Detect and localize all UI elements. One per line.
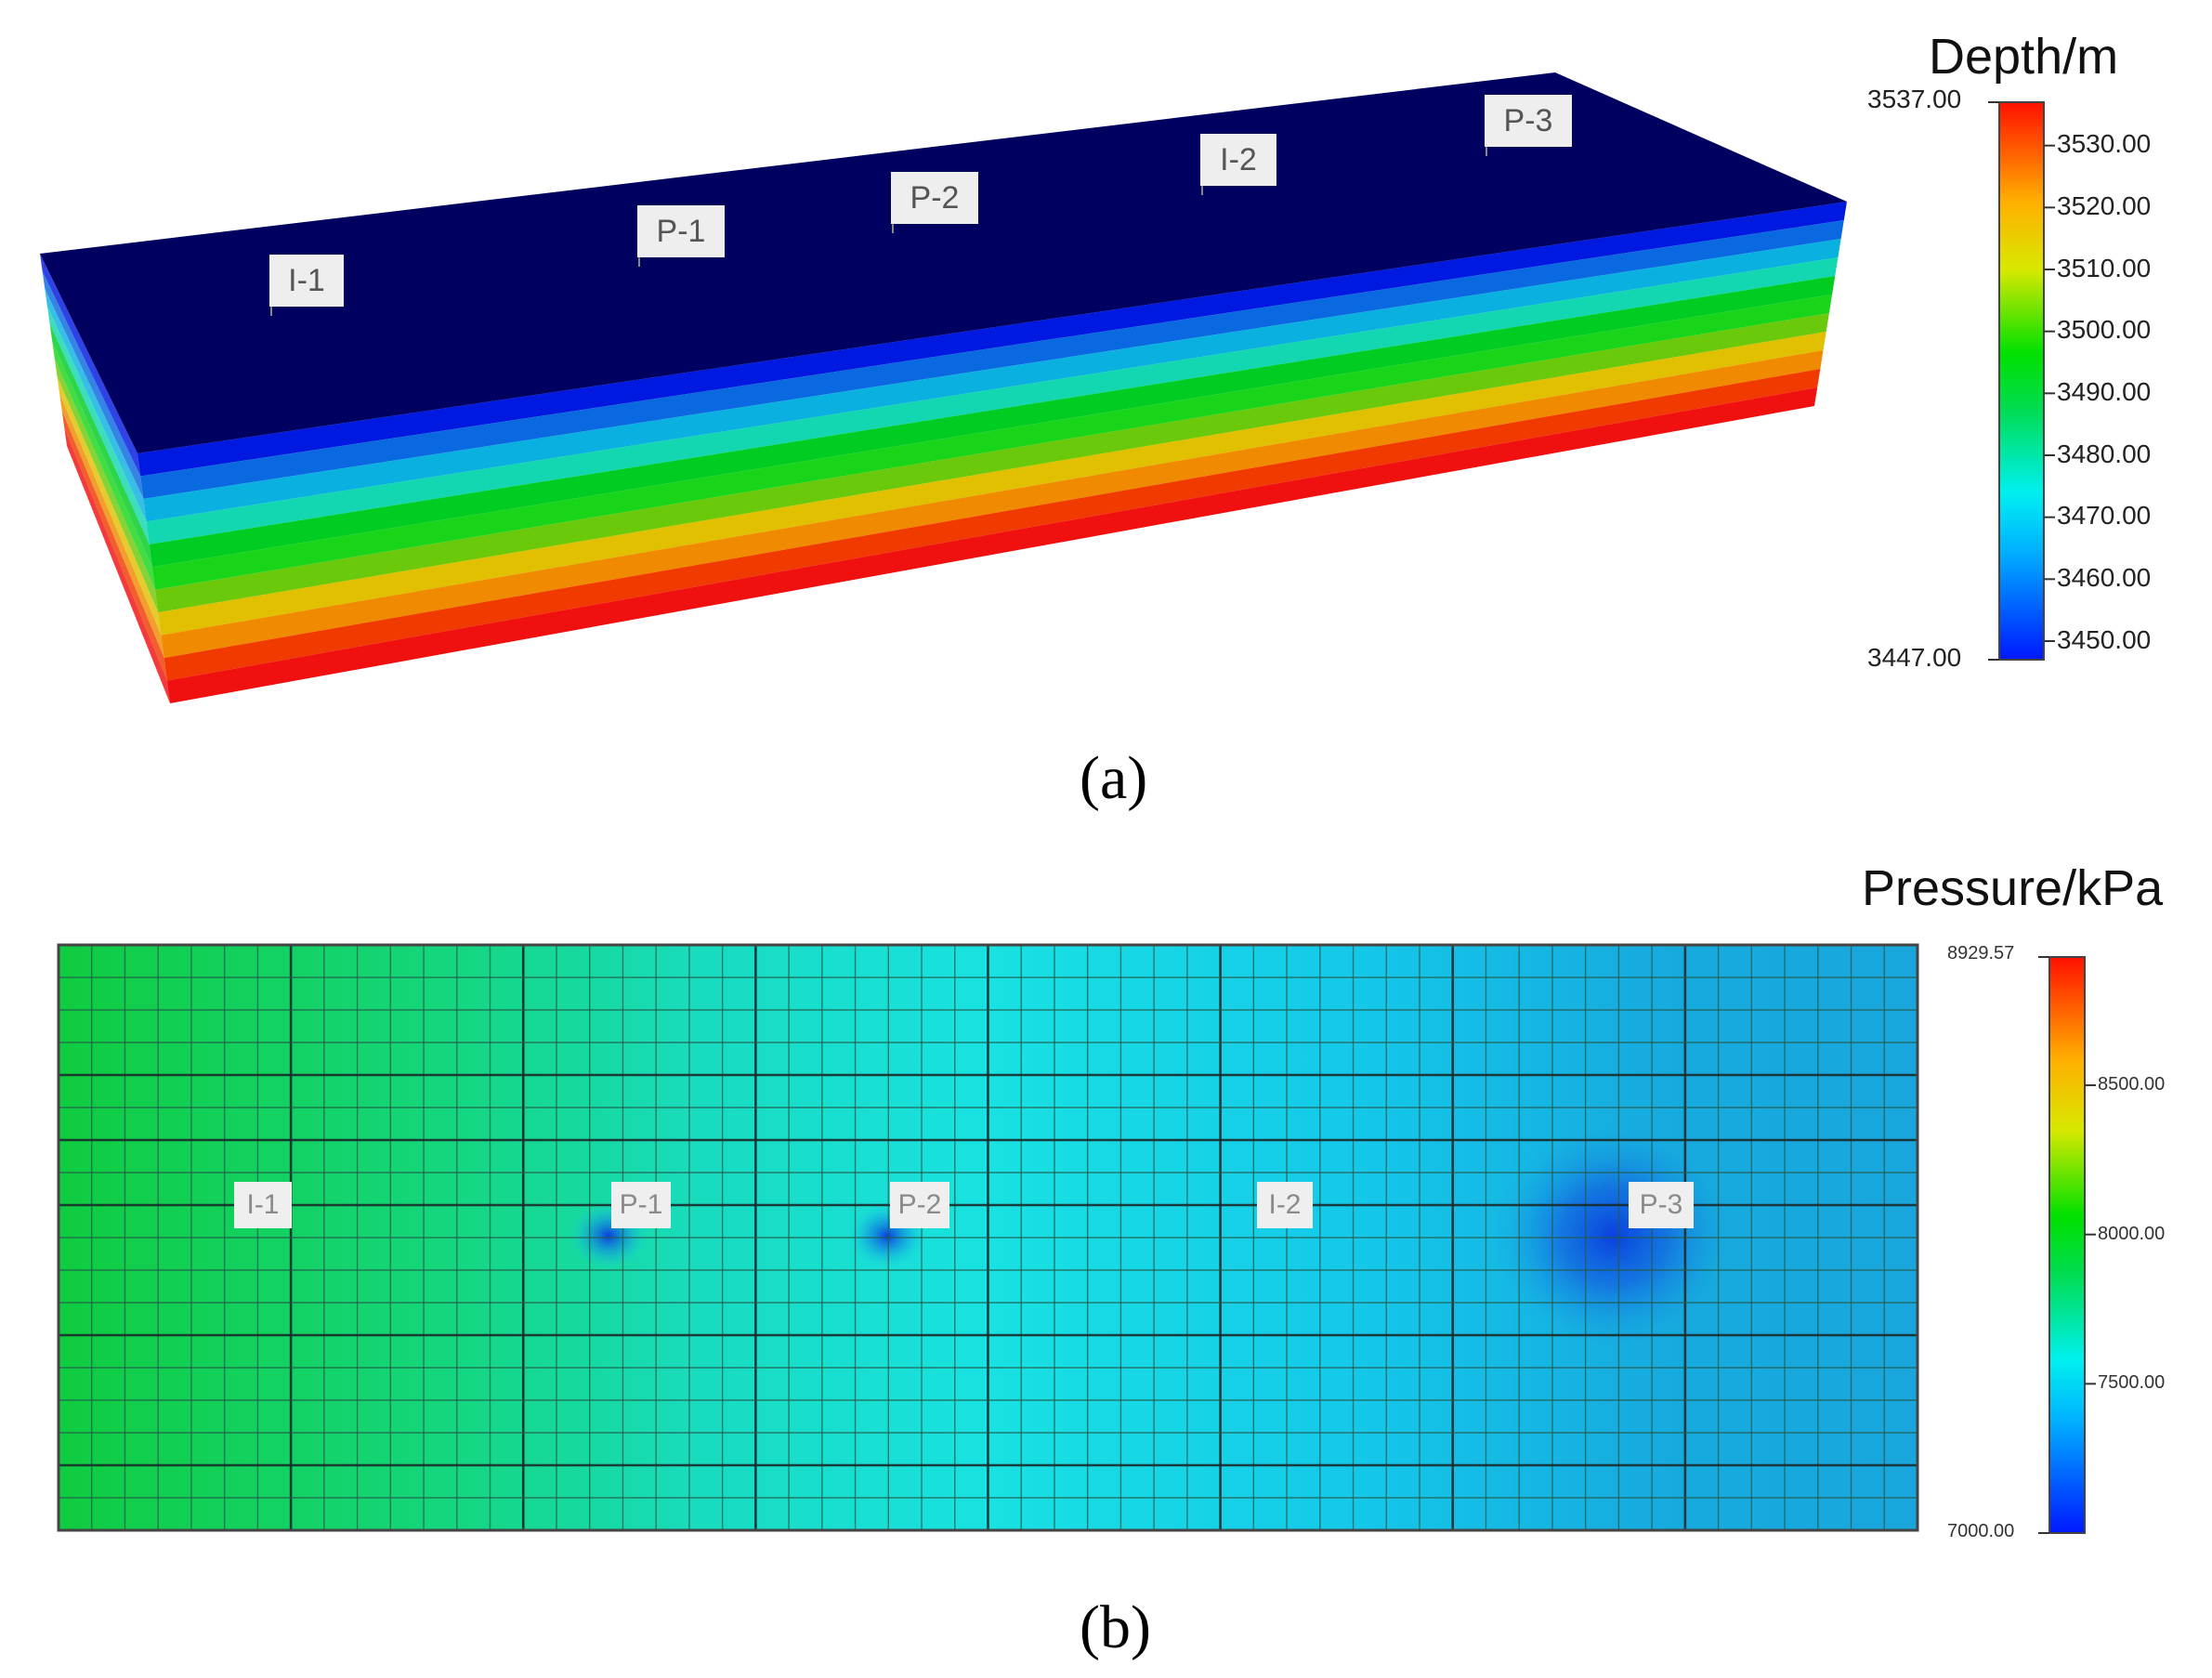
colorbar-tick-label: 3470.00 bbox=[2057, 501, 2152, 531]
front-layer bbox=[151, 295, 1833, 590]
front-layer bbox=[140, 220, 1844, 499]
pressure-colorbar bbox=[2038, 956, 2096, 1534]
colorbar-tick-label: 8500.00 bbox=[2098, 1074, 2166, 1095]
left-layer bbox=[42, 270, 144, 499]
left-layer bbox=[54, 358, 159, 613]
left-face-layers bbox=[40, 254, 170, 703]
front-layer bbox=[161, 350, 1824, 659]
well-label-a-i2: I-2 bbox=[1200, 134, 1276, 186]
front-layer bbox=[166, 387, 1818, 703]
depth-colorbar-min-label: 3447.00 bbox=[1867, 643, 1962, 672]
well-label-b-p1: P-1 bbox=[611, 1182, 671, 1228]
pressure-colorbar-min-label: 7000.00 bbox=[1947, 1521, 2015, 1541]
depth-colorbar-ticks bbox=[1988, 101, 2055, 661]
pressure-sink-p3 bbox=[1493, 1124, 1734, 1347]
depth-colorbar bbox=[1988, 101, 2055, 661]
pressure-colorbar-title: Pressure/kPa bbox=[1862, 860, 2164, 916]
front-face-layers bbox=[137, 202, 1847, 703]
panel-label-b: (b) bbox=[1080, 1593, 1151, 1661]
left-layer bbox=[64, 428, 170, 703]
well-label-b-p2: P-2 bbox=[890, 1182, 949, 1228]
well-label-b-p3: P-3 bbox=[1629, 1182, 1694, 1228]
pressure-map-border bbox=[57, 943, 1919, 1532]
well-label-a-p2: P-2 bbox=[891, 172, 978, 224]
left-layer bbox=[57, 375, 162, 636]
depth-colorbar-max-label: 3537.00 bbox=[1867, 85, 1962, 113]
front-layer bbox=[143, 239, 1841, 522]
well-label-b-i2: I-2 bbox=[1257, 1182, 1313, 1228]
well-markers bbox=[270, 145, 1487, 316]
pressure-grid-lines bbox=[59, 945, 1918, 1530]
left-layer bbox=[59, 393, 164, 659]
colorbar-tick-label: 3480.00 bbox=[2057, 439, 2152, 468]
front-layer bbox=[149, 276, 1836, 568]
left-layer bbox=[49, 323, 152, 568]
well-label-a-p1: P-1 bbox=[637, 205, 725, 257]
depth-colorbar-bar bbox=[1998, 101, 2045, 661]
colorbar-tick-label: 3530.00 bbox=[2057, 129, 2152, 159]
panel-label-a: (a) bbox=[1080, 744, 1148, 812]
left-layer bbox=[61, 411, 167, 681]
pressure-map bbox=[57, 943, 1919, 1532]
front-layer bbox=[155, 313, 1829, 613]
colorbar-tick-label: 3490.00 bbox=[2057, 376, 2152, 406]
well-label-a-p3: P-3 bbox=[1485, 95, 1572, 147]
colorbar-tick-label: 3520.00 bbox=[2057, 190, 2152, 220]
top-face bbox=[40, 72, 1847, 453]
left-layer bbox=[46, 306, 150, 544]
front-layer bbox=[137, 202, 1847, 477]
colorbar-tick-label: 3460.00 bbox=[2057, 562, 2152, 592]
front-layer bbox=[146, 257, 1839, 544]
colorbar-tick-label: 8000.00 bbox=[2098, 1223, 2166, 1244]
left-layer bbox=[40, 254, 141, 477]
front-layer bbox=[164, 369, 1821, 681]
colorbar-tick-label: 7500.00 bbox=[2098, 1372, 2166, 1394]
colorbar-tick-label: 3510.00 bbox=[2057, 253, 2152, 282]
well-label-b-i1: I-1 bbox=[234, 1182, 292, 1228]
left-layer bbox=[45, 288, 147, 522]
front-layer bbox=[158, 332, 1826, 636]
pressure-colorbar-ticks bbox=[2038, 956, 2096, 1534]
pressure-colorbar-max-label: 8929.57 bbox=[1947, 943, 2015, 964]
reservoir-block-3d bbox=[40, 72, 1847, 703]
well-label-a-i1: I-1 bbox=[269, 255, 344, 307]
colorbar-tick-label: 3500.00 bbox=[2057, 315, 2152, 345]
colorbar-tick-label: 3450.00 bbox=[2057, 624, 2152, 654]
pressure-colorbar-bar bbox=[2048, 956, 2086, 1534]
left-layer bbox=[52, 341, 156, 590]
depth-colorbar-title: Depth/m bbox=[1929, 29, 2119, 85]
